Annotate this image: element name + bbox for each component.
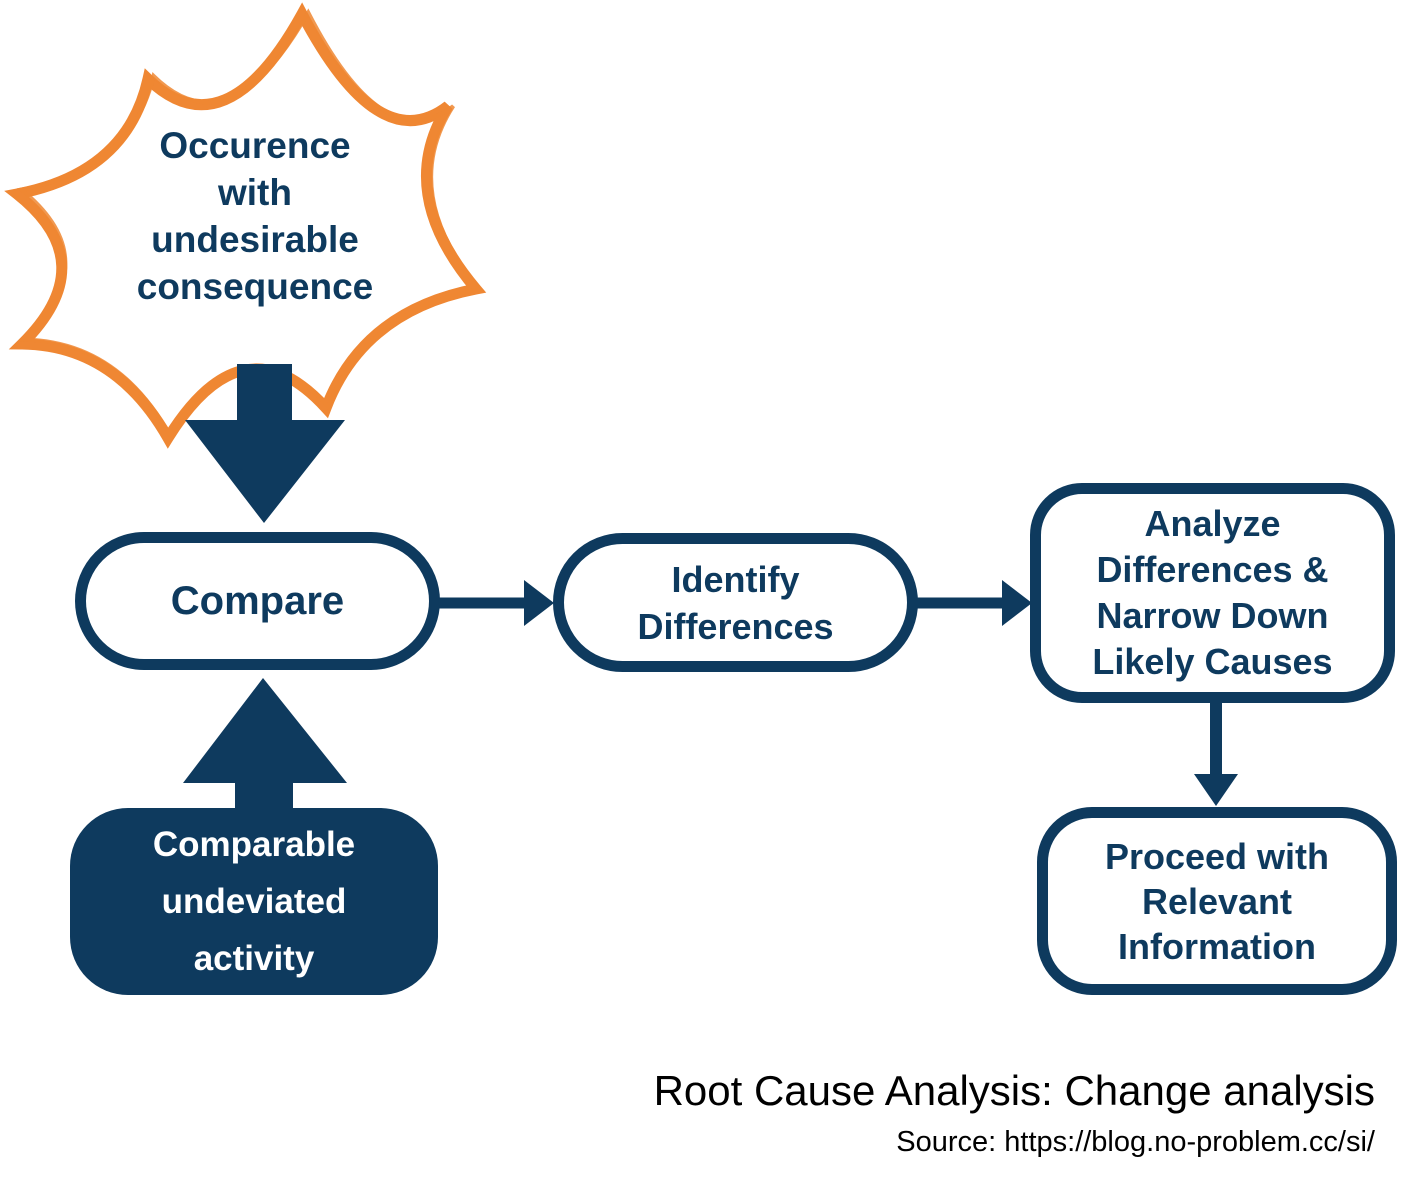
node-analyze-differences-label: Analyze Differences & Narrow Down Likely… [1092, 503, 1333, 682]
node-proceed-information-label: Proceed with Relevant Information [1104, 835, 1330, 967]
node-compare-label: Compare [170, 578, 345, 623]
node-identify-differences-label: Identify Differences [637, 558, 834, 647]
arrow-burst-to-compare [185, 364, 345, 523]
diagram-source: Source: https://blog.no-problem.cc/si/ [896, 1126, 1375, 1158]
arrow-comparable-to-compare [183, 678, 347, 814]
starburst-shape [4, 2, 487, 449]
arrow-identify-to-analyze [916, 580, 1032, 626]
burst-label: Occurence with undesirable consequence [136, 125, 374, 307]
node-compare: Compare [75, 532, 440, 670]
diagram-title: Root Cause Analysis: Change analysis [653, 1067, 1375, 1114]
node-comparable-activity: Comparable undeviated activity [70, 808, 438, 995]
starburst-sketch-stroke [16, 8, 484, 440]
arrow-compare-to-identify [438, 580, 554, 626]
node-identify-differences: Identify Differences [553, 533, 918, 672]
node-proceed-information: Proceed with Relevant Information [1037, 807, 1397, 995]
node-comparable-activity-label: Comparable undeviated activity [152, 825, 356, 978]
arrow-analyze-to-proceed [1194, 700, 1238, 806]
node-analyze-differences: Analyze Differences & Narrow Down Likely… [1030, 483, 1395, 703]
